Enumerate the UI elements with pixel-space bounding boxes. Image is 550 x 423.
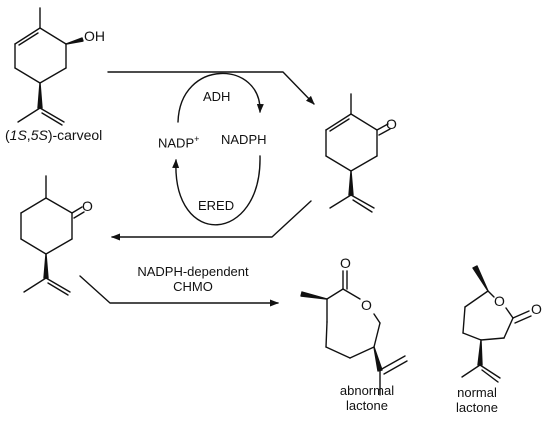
chmo-step-line1: NADPH-dependent — [137, 264, 249, 279]
ered-label: ERED — [198, 198, 235, 213]
reaction-arrows — [79, 71, 315, 307]
abnormal-lactone-carbonyl-oxygen-label: O — [340, 255, 351, 271]
abnormal-lactone-structure — [300, 270, 408, 396]
carveol-name: (1S,5S)-carveol — [5, 127, 103, 143]
chmo-step-line2: CHMO — [173, 279, 213, 294]
normal-lactone-carbonyl-oxygen-label: O — [531, 301, 542, 317]
carveol-structure — [14, 7, 84, 126]
normal-lactone-ring-oxygen-label: O — [494, 293, 505, 309]
dihydrocarvone-oxygen-label: O — [82, 198, 93, 214]
carveol-oh-label: OH — [84, 28, 105, 44]
abnormal-lactone-name-line2: lactone — [346, 398, 388, 413]
arrow-carveol-to-carvone — [107, 71, 315, 105]
adh-label: ADH — [203, 89, 231, 104]
nadph-label: NADPH — [221, 132, 267, 147]
arrow-adh-cycle — [177, 72, 264, 123]
abnormal-lactone-name: abnormal lactone — [332, 383, 402, 413]
arrow-dihydrocarvone-to-lactones — [79, 275, 279, 307]
chmo-step-label: NADPH-dependent CHMO — [128, 264, 258, 294]
normal-lactone-name-line2: lactone — [456, 400, 498, 415]
carvone-structure — [325, 93, 391, 213]
normal-lactone-name-line1: normal — [457, 385, 497, 400]
carvone-oxygen-label: O — [386, 116, 397, 132]
abnormal-lactone-name-line1: abnormal — [339, 383, 395, 398]
nadp-plus-label: NADP+ — [158, 134, 200, 151]
normal-lactone-name: normal lactone — [447, 385, 507, 415]
abnormal-lactone-ring-oxygen-label: O — [361, 297, 372, 313]
normal-lactone-structure — [461, 265, 532, 383]
arrow-carvone-to-dihydrocarvone — [111, 200, 312, 241]
arrow-ered-cycle — [172, 155, 261, 226]
dihydrocarvone-structure — [20, 175, 85, 296]
